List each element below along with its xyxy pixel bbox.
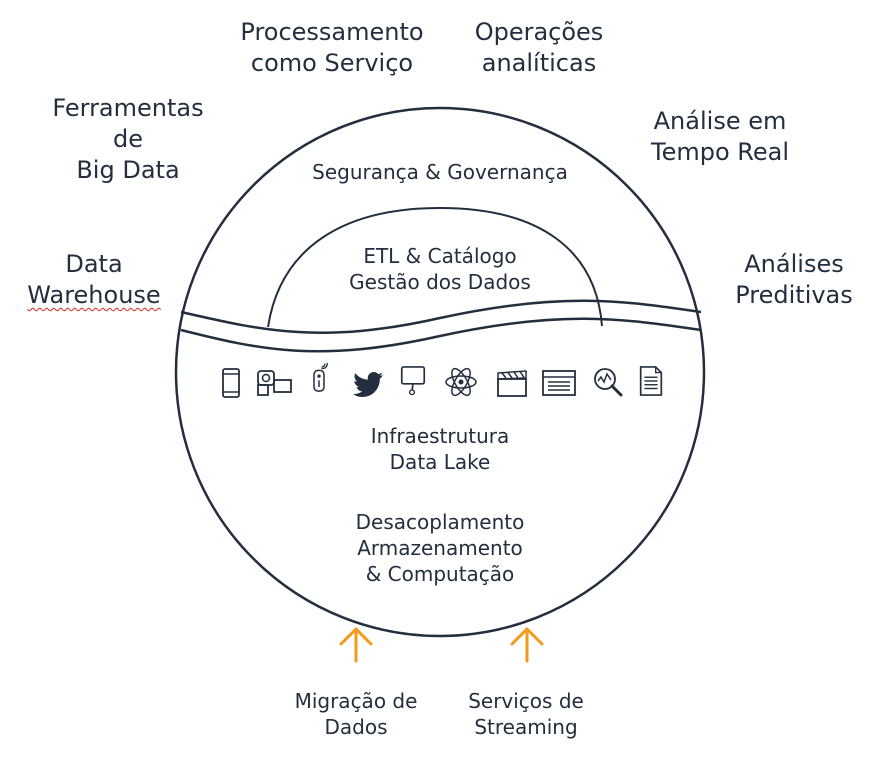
migration-arrow-icon: [339, 627, 373, 663]
camera-icon: [257, 370, 292, 396]
separator-wave-top: [180, 299, 702, 334]
twitter-bird-icon: [353, 372, 383, 397]
etl-dome: [267, 206, 603, 328]
atom-icon: [445, 367, 477, 397]
sensor-icon: [313, 362, 328, 392]
browser-window-icon: [542, 370, 576, 396]
clapperboard-icon: [497, 370, 527, 397]
analytics-search-icon: [594, 368, 623, 397]
security-governance-label: Segurança & Governança: [312, 160, 568, 184]
chat-bubble-icon: [400, 366, 426, 396]
outer-circle: [174, 106, 706, 638]
separator-wave-bottom: [180, 317, 702, 353]
streaming-arrow-icon: [510, 627, 544, 663]
mobile-phone-icon: [222, 368, 240, 398]
document-icon: [639, 366, 663, 396]
